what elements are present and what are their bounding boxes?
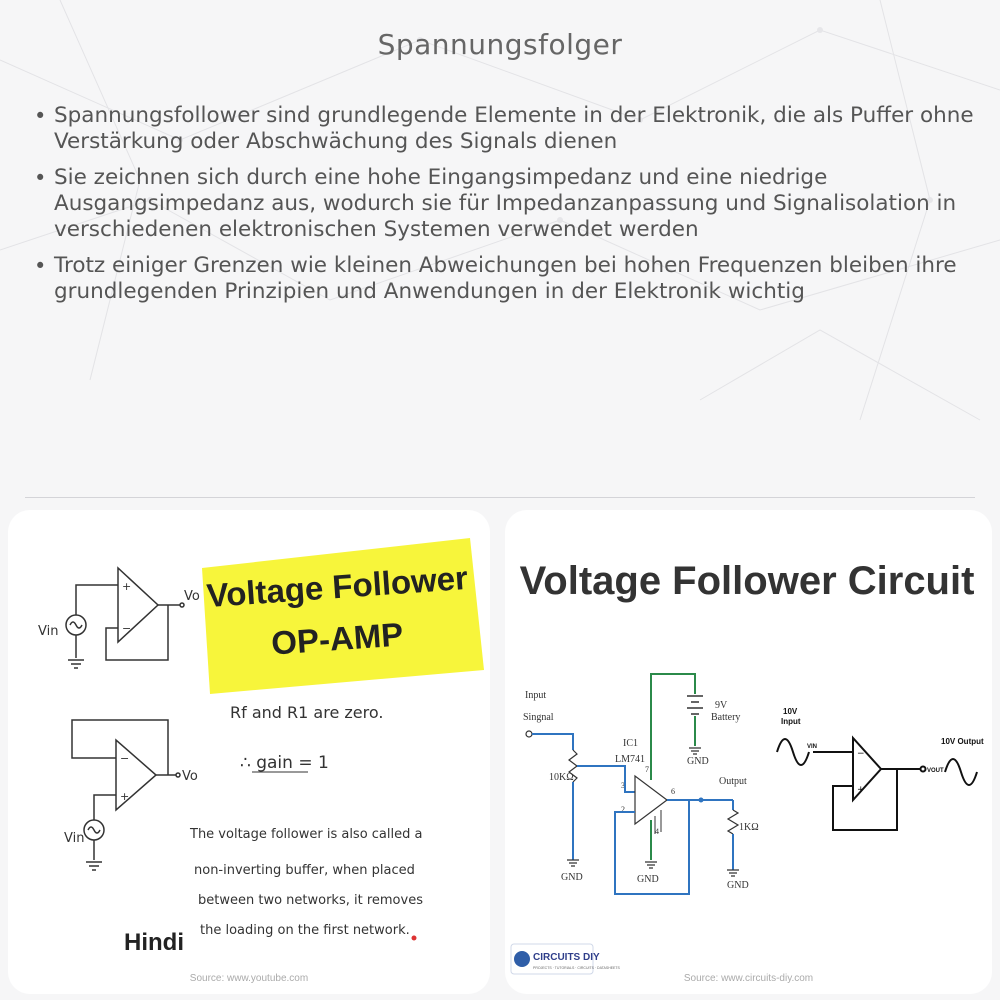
logo-subtext: PROJECTS · TUTORIALS · CIRCUITS · DATASH… <box>533 966 621 970</box>
circuit-wires <box>525 673 740 895</box>
signal-label: Singnal <box>523 712 554 723</box>
handwritten-diagram: Voltage Follower OP-AMP + − Vin Vo Rf an… <box>38 538 484 956</box>
bottom-vin-label: Vin <box>64 831 84 846</box>
pin2-label: 2 <box>621 805 625 814</box>
top-plus-sign: + <box>122 580 131 593</box>
right-source-caption: Source: www.circuits-diy.com <box>683 973 814 984</box>
ic-label: IC1 <box>623 738 638 749</box>
pin4-label: 4 <box>655 827 659 836</box>
bottom-minus-sign: − <box>120 752 129 765</box>
bullet-item: • Trotz einiger Grenzen wie kleinen Abwei… <box>30 253 980 305</box>
pin7-label: 7 <box>645 765 649 774</box>
vout-small-label: VOUT <box>927 768 944 774</box>
bullet-dot: • <box>34 254 47 278</box>
top-vo-label: Vo <box>184 589 200 604</box>
circuit-diagram: Voltage Follower Circuit Input Singnal 1… <box>510 559 984 975</box>
pot-label: 10KΩ <box>549 772 574 783</box>
vin-small-label: VIN <box>807 744 817 750</box>
wave-opamp-plus: + <box>857 785 865 795</box>
top-opamp-circuit <box>65 566 185 669</box>
explanation-line4: the loading on the first network. <box>200 923 410 938</box>
pin6-label: 6 <box>671 787 675 796</box>
banner: Voltage Follower OP-AMP <box>202 538 484 694</box>
ic-name: LM741 <box>615 754 645 765</box>
circuit-heading: Voltage Follower Circuit <box>520 559 975 603</box>
left-source-caption: Source: www.youtube.com <box>189 973 309 984</box>
hindi-label: Hindi <box>124 929 184 956</box>
gnd-label-battery: GND <box>687 756 709 767</box>
bullet-dot: • <box>34 166 47 190</box>
gnd-label-out: GND <box>727 880 749 891</box>
note-rf-r1: Rf and R1 are zero. <box>230 703 383 722</box>
gnd-label-ic: GND <box>637 874 659 885</box>
circuits-diy-logo: CIRCUITS DIY PROJECTS · TUTORIALS · CIRC… <box>510 943 621 975</box>
waveform-schematic <box>776 735 978 831</box>
banner-line2: OP-AMP <box>270 615 404 661</box>
bullet-item: • Sie zeichnen sich durch eine hohe Einga… <box>30 165 980 243</box>
bottom-opamp-circuit <box>71 719 181 871</box>
section-divider <box>25 497 975 498</box>
logo-text: CIRCUITS DIY <box>533 952 600 963</box>
bullet-text: Sie zeichnen sich durch eine hohe Eingan… <box>54 165 957 242</box>
note-gain: ∴ gain = 1 <box>240 753 329 773</box>
pin3-label: 3 <box>621 781 625 790</box>
bullet-text: Spannungsfollower sind grundlegende Elem… <box>54 103 974 154</box>
explanation-line1: The voltage follower is also called a <box>189 827 422 842</box>
battery-label: Battery <box>711 712 740 723</box>
bullet-item: • Spannungsfollower sind grundlegende Ele… <box>30 103 980 155</box>
top-minus-sign: − <box>122 622 131 635</box>
bottom-vo-label: Vo <box>182 769 198 784</box>
top-vin-label: Vin <box>38 624 58 639</box>
bullet-text: Trotz einiger Grenzen wie kleinen Abweic… <box>54 253 957 304</box>
output-10v-label: 10V Output <box>941 737 984 746</box>
gnd-label-pot: GND <box>561 872 583 883</box>
page-title: Spannungsfolger <box>377 28 623 61</box>
wave-opamp-minus: − <box>857 749 865 759</box>
input-word-label: Input <box>781 717 801 726</box>
red-dot <box>411 935 417 941</box>
output-label: Output <box>719 776 747 787</box>
battery-voltage: 9V <box>715 700 728 711</box>
left-image-card: Voltage Follower OP-AMP + − Vin Vo Rf an… <box>8 510 490 994</box>
explanation-line3: between two networks, it removes <box>198 893 423 908</box>
input-label: Input <box>525 690 546 701</box>
bullet-list: • Spannungsfollower sind grundlegende Ele… <box>30 103 980 315</box>
input-10v-label: 10V <box>783 707 798 716</box>
bullet-dot: • <box>34 104 47 128</box>
explanation-line2: non-inverting buffer, when placed <box>194 863 415 878</box>
resistor-label: 1KΩ <box>739 822 759 833</box>
right-image-card: Voltage Follower Circuit Input Singnal 1… <box>505 510 992 994</box>
bottom-plus-sign: + <box>120 790 129 803</box>
